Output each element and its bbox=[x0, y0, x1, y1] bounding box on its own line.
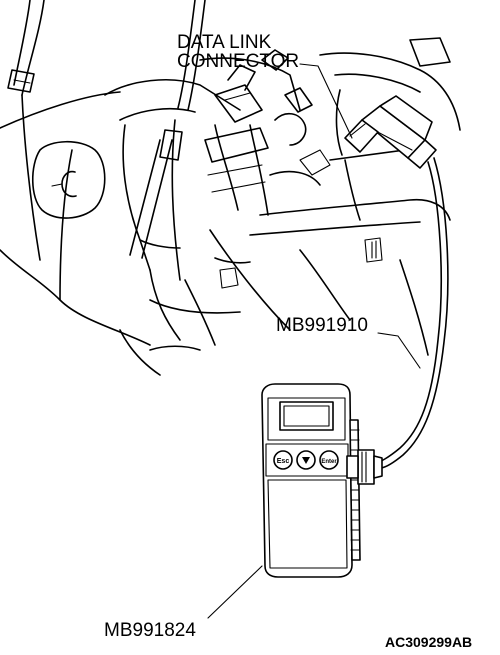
tester-mb991824 bbox=[261, 383, 361, 578]
esc-button-label: Esc bbox=[277, 458, 290, 465]
esc-button[interactable] bbox=[273, 450, 293, 470]
down-arrow-icon bbox=[302, 457, 310, 464]
cable-part-label: MB991910 bbox=[276, 315, 368, 336]
cable-leader-line bbox=[377, 332, 421, 369]
data-link-connector-plug bbox=[344, 95, 437, 169]
enter-button-label: Enter bbox=[321, 459, 337, 465]
cable-mb991910 bbox=[377, 157, 449, 469]
tester-keypad: Esc Enter bbox=[273, 450, 339, 470]
tester-leader-line bbox=[207, 565, 263, 619]
tester-cable-plug bbox=[346, 449, 383, 485]
figure-id-label: AC309299AB bbox=[385, 634, 472, 650]
tester-part-label: MB991824 bbox=[104, 620, 196, 641]
connector-leader-line bbox=[299, 63, 353, 139]
enter-button[interactable] bbox=[319, 450, 339, 470]
data-link-connector-label-line2: CONNECTOR bbox=[177, 51, 299, 72]
data-link-connector-label-line1: DATA LINK bbox=[177, 32, 272, 53]
